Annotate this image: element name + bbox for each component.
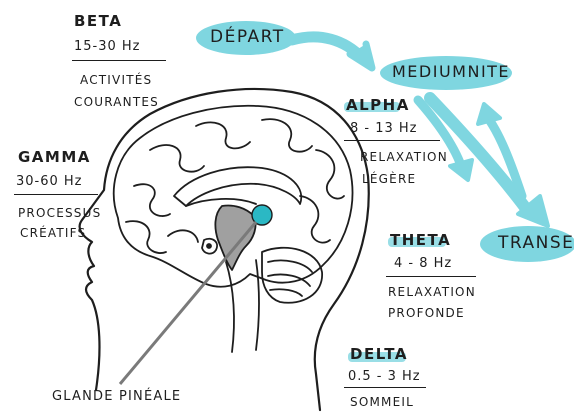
brain-illustration xyxy=(114,106,353,352)
beta-name: BETA xyxy=(74,14,122,29)
theta-name: THETA xyxy=(390,233,451,248)
gamma-underline xyxy=(14,194,98,195)
depart-label: DÉPART xyxy=(210,29,285,46)
alpha-description-line-2: LÉGÈRE xyxy=(362,173,416,185)
beta-frequency: 15-30 Hz xyxy=(74,40,141,53)
theta-underline xyxy=(386,276,476,277)
transe-label: TRANSE xyxy=(498,235,574,252)
delta-name: DELTA xyxy=(350,347,408,362)
delta-frequency: 0.5 - 3 Hz xyxy=(348,370,421,383)
mediumnite-label: MEDIUMNITE xyxy=(392,64,510,80)
pineal-pointer-line xyxy=(120,222,256,384)
arrow-depart-to-mediumnite xyxy=(292,37,372,68)
alpha-description-line-1: RELAXATION xyxy=(360,151,448,163)
gamma-description-line-2: CRÉATIFS xyxy=(20,227,86,239)
theta-description-line-1: RELAXATION xyxy=(388,286,476,298)
theta-frequency: 4 - 8 Hz xyxy=(394,257,452,270)
gamma-description-line-1: PROCESSUS xyxy=(18,207,101,219)
alpha-name: ALPHA xyxy=(346,98,410,113)
delta-underline xyxy=(344,387,426,388)
beta-underline xyxy=(72,60,166,61)
alpha-underline xyxy=(344,140,440,141)
beta-description-line-2: COURANTES xyxy=(74,96,159,108)
delta-description-line-1: SOMMEIL xyxy=(350,396,414,408)
pineal-gland-label: GLANDE PINÉALE xyxy=(52,390,181,403)
theta-description-line-2: PROFONDE xyxy=(388,307,465,319)
beta-description-line-1: ACTIVITÉS xyxy=(80,74,152,86)
gamma-name: GAMMA xyxy=(18,150,91,165)
alpha-frequency: 8 - 13 Hz xyxy=(350,122,418,135)
gamma-frequency: 30-60 Hz xyxy=(16,175,83,188)
